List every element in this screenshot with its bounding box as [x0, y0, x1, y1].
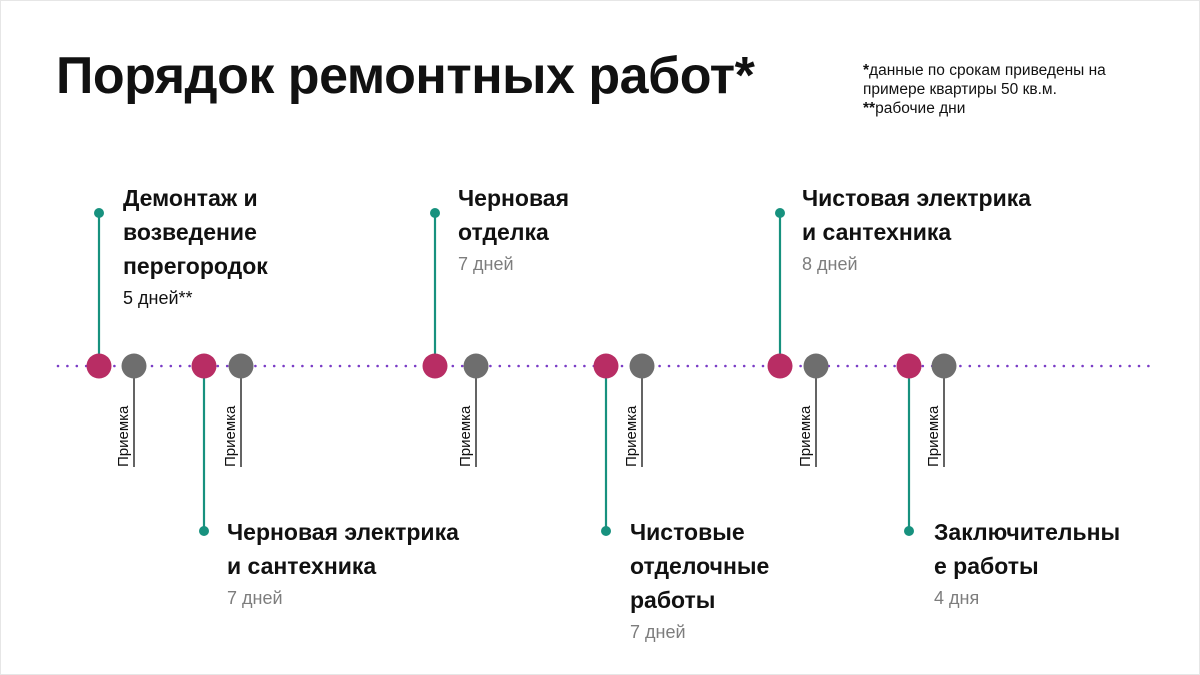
acceptance-label-5: Приемка	[797, 405, 814, 467]
stage-final-finishing: Чистовые отделочные работы 7 дней	[630, 515, 769, 645]
stage-connector-end-dot-4	[601, 526, 611, 536]
footnote-1-cont: примере квартиры 50 кв.м.	[863, 80, 1106, 99]
stage-demolition-title-line-3: перегородок	[123, 253, 268, 279]
stage-demolition-duration: 5 дней**	[123, 288, 193, 308]
acceptance-label-4: Приемка	[623, 405, 640, 467]
stage-final-finishing-title-line-1: Чистовые	[630, 519, 745, 545]
stage-rough-finishing-duration: 7 дней	[458, 254, 514, 274]
stage-connector-end-dot-6	[904, 526, 914, 536]
stage-demolition: Демонтаж и возведение перегородок 5 дней…	[123, 181, 268, 311]
footnote-1: *данные по срокам приведены на	[863, 61, 1106, 80]
stage-marker-5	[767, 353, 793, 379]
stage-final-electrical-title: Чистовая электрика и сантехника	[802, 181, 1031, 249]
stage-marker-2	[191, 353, 217, 379]
stage-connector-end-dot-2	[199, 526, 209, 536]
footnote-2: **рабочие дни	[863, 99, 1106, 118]
footnotes: *данные по срокам приведены на примере к…	[863, 61, 1106, 118]
stage-closing-works-duration: 4 дня	[934, 588, 980, 608]
acceptance-label-1: Приемка	[115, 405, 132, 467]
acceptance-label-2: Приемка	[222, 405, 239, 467]
stage-marker-1	[86, 353, 112, 379]
stage-demolition-title: Демонтаж и возведение перегородок	[123, 181, 268, 283]
stage-rough-electrical-title-line-2: и сантехника	[227, 553, 377, 579]
stage-demolition-title-line-2: возведение	[123, 219, 257, 245]
stage-final-electrical: Чистовая электрика и сантехника 8 дней	[802, 181, 1031, 277]
acceptance-marker-6	[931, 353, 957, 379]
stage-rough-finishing-title-line-2: отделка	[458, 219, 549, 245]
stage-final-electrical-title-line-2: и сантехника	[802, 219, 952, 245]
page-title: Порядок ремонтных работ*	[56, 47, 755, 105]
acceptance-marker-4	[629, 353, 655, 379]
stage-marker-3	[422, 353, 448, 379]
stage-final-finishing-title-line-3: работы	[630, 587, 716, 613]
acceptance-label-3: Приемка	[457, 405, 474, 467]
stage-rough-electrical-title-line-1: Черновая электрика	[227, 519, 459, 545]
stage-rough-electrical-duration: 7 дней	[227, 588, 283, 608]
stage-rough-electrical: Черновая электрика и сантехника 7 дней	[227, 515, 459, 611]
footnote-1-text-cont: примере квартиры 50 кв.м.	[863, 81, 1057, 98]
footnote-1-text: данные по срокам приведены на	[869, 62, 1106, 79]
stage-closing-works-title: Заключительны е работы	[934, 515, 1120, 583]
stage-connector-end-dot-1	[94, 208, 104, 218]
footnote-2-text: рабочие дни	[875, 100, 966, 117]
stage-final-electrical-duration: 8 дней	[802, 254, 858, 274]
stage-rough-electrical-title: Черновая электрика и сантехника	[227, 515, 459, 583]
stage-marker-6	[896, 353, 922, 379]
acceptance-marker-5	[803, 353, 829, 379]
stage-final-finishing-title-line-2: отделочные	[630, 553, 770, 579]
stage-closing-works-title-line-1: Заключительны	[934, 519, 1121, 545]
stage-rough-finishing-title: Черновая отделка	[458, 181, 569, 249]
stage-final-finishing-duration: 7 дней	[630, 622, 686, 642]
stage-rough-finishing-title-line-1: Черновая	[458, 185, 569, 211]
stage-marker-4	[593, 353, 619, 379]
stage-final-electrical-title-line-1: Чистовая электрика	[802, 185, 1032, 211]
stage-rough-finishing: Черновая отделка 7 дней	[458, 181, 569, 277]
acceptance-marker-2	[228, 353, 254, 379]
stage-connector-end-dot-3	[430, 208, 440, 218]
stage-final-finishing-title: Чистовые отделочные работы	[630, 515, 769, 617]
acceptance-marker-3	[463, 353, 489, 379]
stage-demolition-title-line-1: Демонтаж и	[123, 185, 258, 211]
stage-connector-end-dot-5	[775, 208, 785, 218]
acceptance-label-6: Приемка	[925, 405, 942, 467]
footnote-2-mark: **	[863, 100, 876, 117]
footnote-1-mark: *	[863, 62, 870, 79]
stage-closing-works: Заключительны е работы 4 дня	[934, 515, 1120, 611]
stage-closing-works-title-line-2: е работы	[934, 553, 1039, 579]
acceptance-marker-1	[121, 353, 147, 379]
